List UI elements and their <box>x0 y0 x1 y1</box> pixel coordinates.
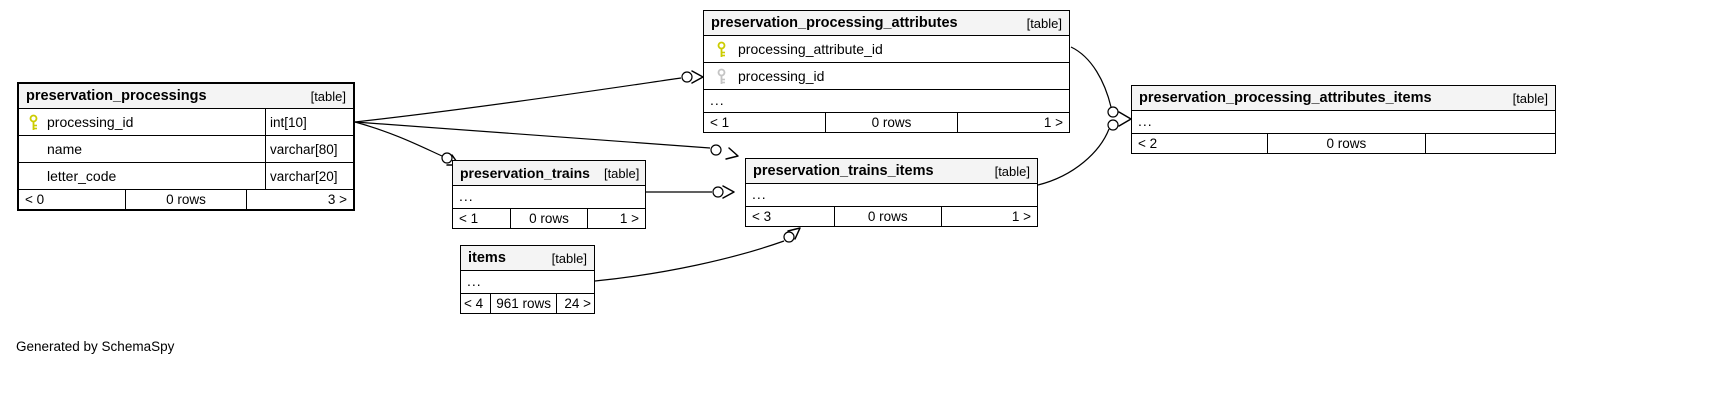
parents-count: < 1 <box>710 115 730 130</box>
table-type-label: [table] <box>994 163 1030 179</box>
zero-or-one-circle <box>681 71 693 83</box>
table-header: preservation_trains_items [table] <box>746 159 1037 184</box>
table-type-label: [table] <box>603 165 640 181</box>
table-footer: < 1 0 rows 1 > <box>704 113 1069 132</box>
row-count: 0 rows <box>124 190 248 209</box>
table-preservation-trains-items[interactable]: preservation_trains_items [table] ... < … <box>745 158 1038 227</box>
hidden-columns-ellipsis: ... <box>746 184 1037 207</box>
generated-by-credit: Generated by SchemaSpy <box>16 339 175 354</box>
table-preservation-processing-attributes[interactable]: preservation_processing_attributes [tabl… <box>703 10 1070 133</box>
column-type: varchar[80] <box>265 136 353 162</box>
column-name: processing_attribute_id <box>738 41 883 57</box>
table-header: preservation_processing_attributes_items… <box>1132 86 1555 111</box>
zero-or-one-circle <box>712 186 724 198</box>
table-type-label: [table] <box>551 250 587 266</box>
zero-or-one-circle <box>441 152 453 164</box>
table-preservation-processing-attributes-items[interactable]: preservation_processing_attributes_items… <box>1131 85 1556 154</box>
children-count <box>1426 134 1555 153</box>
zero-or-one-circle <box>1107 119 1119 131</box>
table-name: preservation_processing_attributes_items <box>1139 90 1432 106</box>
row-count: 961 rows <box>490 294 557 313</box>
table-footer: < 3 0 rows 1 > <box>746 207 1037 226</box>
hidden-columns-ellipsis: ... <box>461 271 594 294</box>
arrowhead <box>787 227 801 240</box>
primary-key-icon <box>19 114 47 131</box>
parents-count: < 1 <box>459 211 479 226</box>
table-footer: < 1 0 rows 1 > <box>453 209 645 228</box>
column-name: name <box>47 141 83 157</box>
column-name: processing_id <box>738 68 825 84</box>
table-header: preservation_processing_attributes [tabl… <box>704 11 1069 36</box>
hidden-columns-ellipsis: ... <box>453 186 645 209</box>
table-header: items [table] <box>461 246 594 271</box>
zero-or-one-circle <box>1107 106 1119 118</box>
table-type-label: [table] <box>1512 90 1548 106</box>
column-type: varchar[20] <box>265 163 353 189</box>
table-footer: < 0 0 rows 3 > <box>19 190 353 209</box>
parents-count: < 3 <box>752 209 772 224</box>
table-type-label: [table] <box>310 88 346 104</box>
column-type: int[10] <box>265 109 353 135</box>
arrowhead <box>1118 111 1132 127</box>
table-type-label: [table] <box>1026 15 1062 31</box>
primary-key-icon <box>704 41 738 58</box>
row-count: 0 rows <box>509 209 589 228</box>
zero-or-one-circle <box>710 144 722 156</box>
edge-trains-items-to-attributes-items <box>1037 128 1110 186</box>
children-count: 1 > <box>1043 115 1063 130</box>
arrowhead <box>725 147 739 160</box>
parents-count: < 0 <box>25 192 45 207</box>
edge-processings-to-trains-items <box>354 121 711 149</box>
row-count: 0 rows <box>833 207 942 226</box>
zero-or-one-circle <box>783 231 795 243</box>
arrowhead <box>722 185 735 199</box>
table-name: preservation_processings <box>26 88 207 104</box>
table-footer: < 2 0 rows <box>1132 134 1555 153</box>
edge-attributes-to-attributes-items <box>1070 46 1112 108</box>
edge-processings-to-attributes <box>354 77 682 123</box>
table-name: preservation_trains <box>460 165 590 181</box>
table-items[interactable]: items [table] ... < 4 961 rows 24 > <box>460 245 595 314</box>
hidden-columns-ellipsis: ... <box>1132 111 1555 134</box>
table-name: items <box>468 250 506 266</box>
parents-count: < 4 <box>464 296 484 311</box>
table-header: preservation_processings [table] <box>19 84 353 109</box>
column-row: processing_attribute_id <box>704 36 1069 63</box>
table-name: preservation_processing_attributes <box>711 15 958 31</box>
column-name: letter_code <box>47 168 117 184</box>
table-footer: < 4 961 rows 24 > <box>461 294 594 313</box>
row-count: 0 rows <box>1266 134 1427 153</box>
table-header: preservation_trains [table] <box>453 161 645 186</box>
column-row: letter_code varchar[20] <box>19 163 353 190</box>
table-preservation-trains[interactable]: preservation_trains [table] ... < 1 0 ro… <box>452 160 646 229</box>
column-row: processing_id <box>704 63 1069 90</box>
column-row: name varchar[80] <box>19 136 353 163</box>
parents-count: < 2 <box>1138 136 1158 151</box>
column-row: processing_id int[10] <box>19 109 353 136</box>
hidden-columns-ellipsis: ... <box>704 90 1069 113</box>
children-count: 1 > <box>619 211 639 226</box>
edge-processings-to-trains <box>354 121 443 157</box>
children-count: 3 > <box>327 192 347 207</box>
edge-items-to-trains-items <box>594 240 785 282</box>
children-count: 1 > <box>1011 209 1031 224</box>
table-preservation-processings[interactable]: preservation_processings [table] process… <box>17 82 355 211</box>
row-count: 0 rows <box>825 113 958 132</box>
foreign-key-icon <box>704 68 738 85</box>
children-count: 24 > <box>564 296 591 311</box>
table-name: preservation_trains_items <box>753 163 934 179</box>
column-name: processing_id <box>47 114 134 130</box>
arrowhead <box>691 70 704 84</box>
